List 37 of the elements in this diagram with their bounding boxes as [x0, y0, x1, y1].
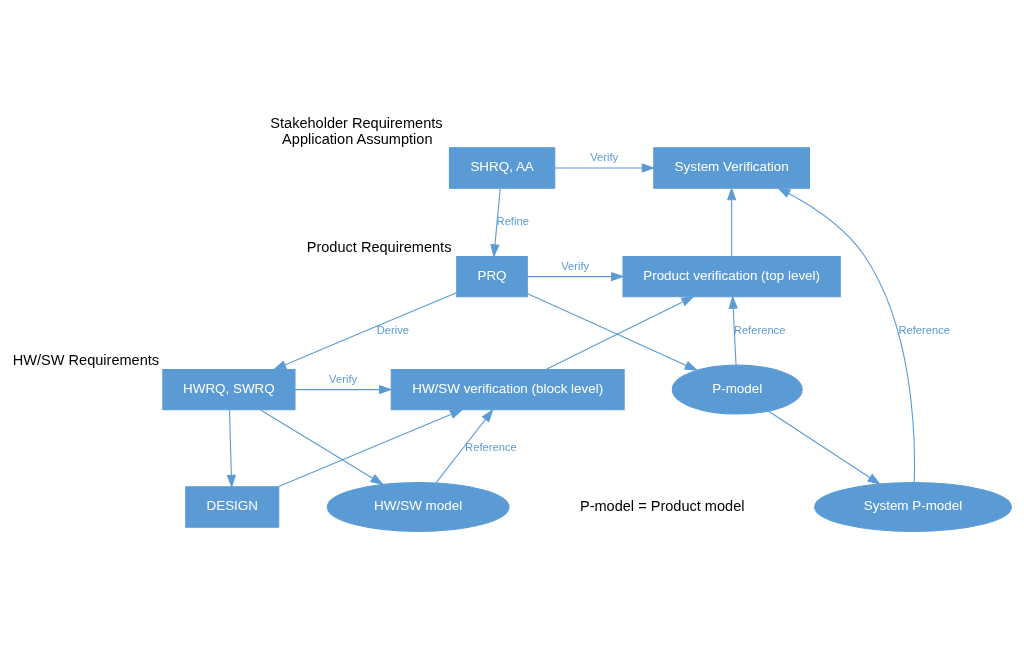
- arrow: [277, 409, 464, 488]
- arrow: [728, 295, 738, 366]
- node-box: System Verification: [653, 147, 810, 189]
- node-box: Product verification (top level): [622, 255, 841, 298]
- arrow: [777, 187, 916, 483]
- edge-label: Verify: [590, 151, 619, 164]
- node-ellipse: System P-model: [814, 481, 1012, 532]
- node-ellipse: HW/SW model: [326, 481, 510, 532]
- node-label: Application Assumption: [282, 130, 433, 147]
- arrow: [527, 293, 699, 371]
- label: P-model = Product model: [579, 497, 745, 514]
- edge-label: Refine: [496, 215, 529, 228]
- node-box: SHRQ, AA: [448, 147, 556, 189]
- arrow: [260, 409, 384, 486]
- node-box: DESIGN: [185, 486, 280, 528]
- edge-label: Reference: [465, 441, 517, 454]
- arrow: [526, 271, 625, 282]
- node-box: HWRQ, SWRQ: [162, 368, 296, 411]
- arrow: [272, 292, 458, 370]
- arrow: [554, 163, 656, 173]
- arrow: [294, 384, 393, 395]
- arrow: [545, 296, 695, 370]
- arrow: [768, 410, 881, 485]
- edge-label: Verify: [329, 372, 358, 385]
- arrow: [226, 409, 237, 489]
- node-label: HW/SW Requirements: [12, 352, 160, 369]
- edge-label: Reference: [898, 323, 951, 336]
- arrow: [726, 186, 737, 257]
- node-box: HW/SW verification (block level): [390, 368, 625, 411]
- arrow: [490, 188, 501, 258]
- edge-label: Derive: [376, 323, 410, 336]
- edge-label: Verify: [561, 259, 590, 272]
- node-box: PRQ: [456, 255, 528, 298]
- node-label: Product Requirements: [306, 239, 452, 256]
- node-label: Stakeholder Requirements: [270, 115, 443, 132]
- node-ellipse: P-model: [671, 364, 803, 415]
- arrow: [435, 408, 494, 484]
